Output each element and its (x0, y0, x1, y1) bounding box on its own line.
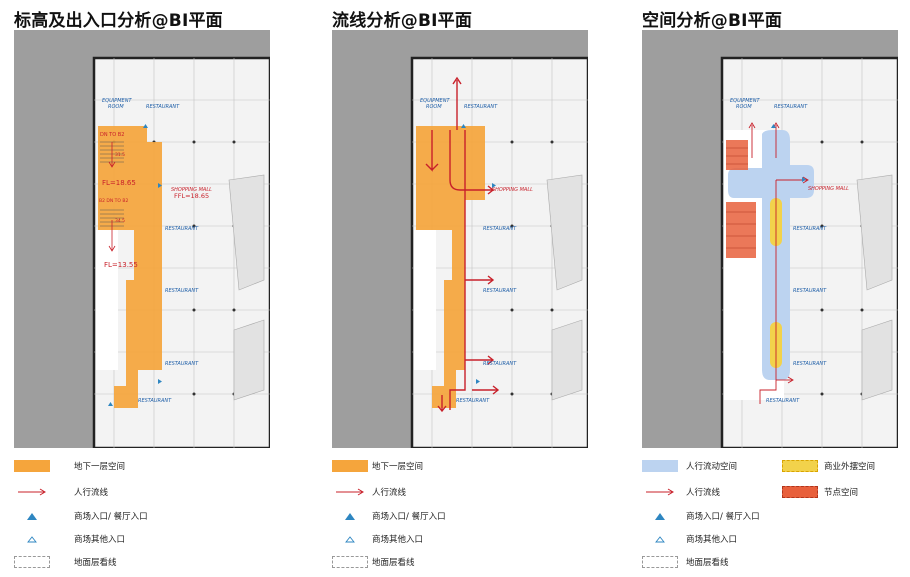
svg-text:RESTAURANT: RESTAURANT (138, 398, 172, 404)
legend-sightline-label: 地面层看线 (372, 558, 415, 568)
legend-elevation: 地下一层空间 人行流线 商场入口/ 餐厅入口 商场其他入口 地面层看线 (14, 458, 274, 573)
legend-flow: 地下一层空间 人行流线 商场入口/ 餐厅入口 商场其他入口 地面层看线 (332, 458, 592, 573)
svg-text:RESTAURANT: RESTAURANT (165, 361, 199, 367)
pedestrian-space-swatch (642, 460, 678, 472)
legend-flow-label: 人行流线 (686, 488, 721, 498)
svg-text:RESTAURANT: RESTAURANT (165, 288, 199, 294)
legend-flow-label: 人行流线 (74, 488, 109, 498)
entry-triangle-icon (27, 513, 37, 520)
legend-space: 人行流动空间 商业外摆空间 人行流线 节点空间 商场入口/ 餐厅入口 商场其他入… (642, 458, 904, 573)
floor-plan-space: EQUIPMENT ROOM RESTAURANT SHOPPING MALL … (642, 30, 898, 448)
commercial-space-swatch (782, 460, 818, 472)
ffl-label: FFL=18.65 (174, 192, 209, 200)
panel-title-elevation: 标高及出入口分析@BI平面 (14, 11, 223, 31)
floor-plan-elevation: EQUIPMENT ROOM RESTAURANT DN TO B2 31.5 … (14, 30, 270, 448)
entry-triangle-icon (345, 513, 355, 520)
svg-text:RESTAURANT: RESTAURANT (483, 226, 517, 232)
svg-text:RESTAURANT: RESTAURANT (464, 104, 498, 110)
legend-sightline-label: 地面层看线 (74, 558, 117, 568)
svg-text:RESTAURANT: RESTAURANT (774, 104, 808, 110)
svg-text:ROOM: ROOM (736, 104, 752, 110)
svg-text:RESTAURANT: RESTAURANT (483, 361, 517, 367)
restaurant-label: RESTAURANT (146, 104, 180, 110)
legend-sightline-label: 地面层看线 (686, 558, 729, 568)
shopping-mall-label: SHOPPING MALL (171, 187, 212, 193)
node-space-2 (726, 202, 756, 258)
svg-text:RESTAURANT: RESTAURANT (456, 398, 490, 404)
svg-text:RESTAURANT: RESTAURANT (793, 288, 827, 294)
svg-text:SHOPPING MALL: SHOPPING MALL (808, 186, 849, 192)
fl-label-2: FL=13.55 (104, 261, 138, 269)
basement-space-area (98, 126, 162, 408)
svg-text:34.5: 34.5 (115, 218, 125, 224)
svg-text:EQUIPMENT: EQUIPMENT (420, 98, 450, 104)
legend-basement-label: 地下一层空间 (372, 462, 424, 472)
node-space-swatch (782, 486, 818, 498)
legend-basement-label: 地下一层空间 (74, 462, 126, 472)
node-space-1 (726, 140, 748, 170)
svg-text:ROOM: ROOM (108, 104, 124, 110)
legend-commercial-space-label: 商业外摆空间 (824, 462, 876, 472)
entry-triangle-icon (655, 513, 665, 520)
svg-text:EQUIPMENT: EQUIPMENT (730, 98, 760, 104)
flow-arrow-icon (646, 488, 674, 496)
legend-other-entry-label: 商场其他入口 (74, 535, 126, 545)
legend-entry-label: 商场入口/ 餐厅入口 (74, 512, 148, 522)
equipment-room-label: EQUIPMENT (102, 98, 132, 104)
svg-text:RESTAURANT: RESTAURANT (766, 398, 800, 404)
other-entry-icon (27, 536, 37, 543)
flow-arrow-icon (18, 488, 46, 496)
panel-title-flow: 流线分析@BI平面 (332, 11, 473, 31)
legend-other-entry-label: 商场其他入口 (372, 535, 424, 545)
basement-space-area (416, 126, 485, 408)
sightline-swatch (14, 556, 50, 568)
panel-title-space: 空间分析@BI平面 (642, 11, 783, 31)
svg-text:SHOPPING MALL: SHOPPING MALL (492, 187, 533, 193)
legend-entry-label: 商场入口/ 餐厅入口 (372, 512, 446, 522)
svg-text:B2 DN TO B2: B2 DN TO B2 (99, 198, 128, 204)
dn-to-b2-label: DN TO B2 (100, 132, 124, 138)
legend-flow-label: 人行流线 (372, 488, 407, 498)
pedestrian-space-area (728, 130, 814, 380)
svg-text:ROOM: ROOM (426, 104, 442, 110)
pedestrian-flow-lines (425, 76, 500, 413)
svg-text:RESTAURANT: RESTAURANT (793, 361, 827, 367)
svg-text:31.5: 31.5 (115, 152, 125, 158)
svg-text:RESTAURANT: RESTAURANT (165, 226, 199, 232)
legend-pedestrian-space-label: 人行流动空间 (686, 462, 738, 472)
basement-swatch (332, 460, 368, 472)
svg-text:RESTAURANT: RESTAURANT (483, 288, 517, 294)
sightline-swatch (332, 556, 368, 568)
fl-label-1: FL=18.65 (102, 179, 136, 187)
other-entry-icon (655, 536, 665, 543)
legend-other-entry-label: 商场其他入口 (686, 535, 738, 545)
legend-node-space-label: 节点空间 (824, 488, 859, 498)
floor-plan-flow: EQUIPMENT ROOM RESTAURANT SHOPPING MALL … (332, 30, 588, 448)
flow-arrow-icon (336, 488, 364, 496)
other-entry-icon (345, 536, 355, 543)
legend-entry-label: 商场入口/ 餐厅入口 (686, 512, 760, 522)
svg-text:RESTAURANT: RESTAURANT (793, 226, 827, 232)
basement-swatch (14, 460, 50, 472)
sightline-swatch (642, 556, 678, 568)
